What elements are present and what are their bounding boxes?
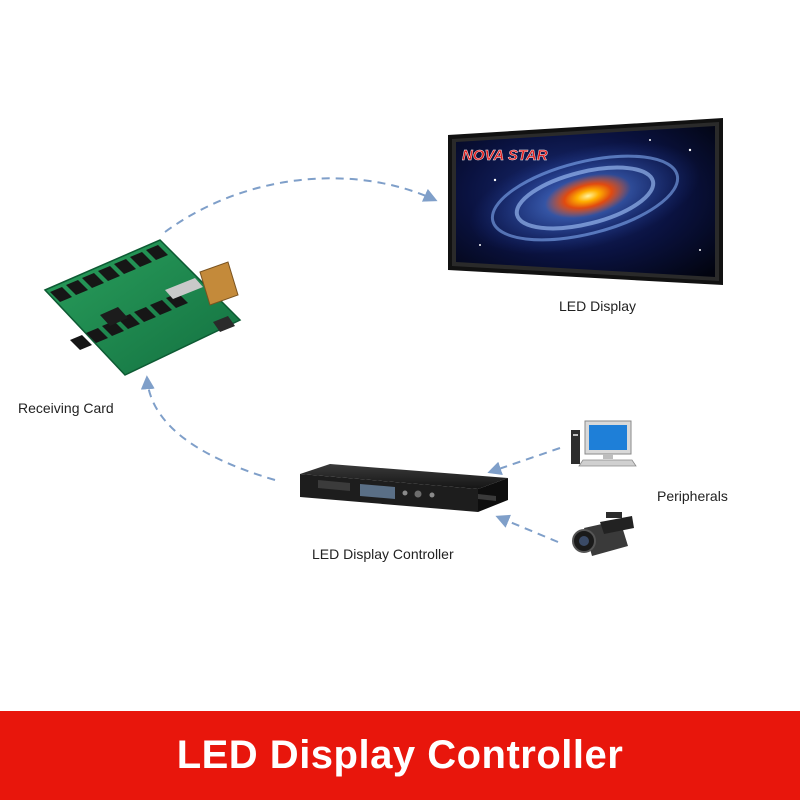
arrow-computer-to-controller bbox=[487, 447, 561, 475]
title-banner: LED Display Controller bbox=[0, 711, 800, 800]
galaxy-image bbox=[469, 139, 701, 255]
led-display-controller-device bbox=[300, 464, 508, 512]
banner-title: LED Display Controller bbox=[176, 733, 624, 777]
receiving-card bbox=[43, 239, 242, 376]
connection-arrows bbox=[140, 177, 561, 543]
arrow-camera-to-controller bbox=[495, 514, 559, 543]
computer-icon bbox=[571, 420, 637, 467]
label-led-display-controller: LED Display Controller bbox=[312, 546, 454, 562]
label-receiving-card: Receiving Card bbox=[18, 400, 114, 416]
arrow-card-to-display bbox=[164, 177, 438, 233]
screen-brand-logo: NOVA STAR bbox=[462, 147, 548, 164]
arrow-controller-to-card bbox=[140, 375, 276, 481]
system-diagram: NOVA STAR bbox=[43, 118, 723, 556]
hub-connectors bbox=[50, 245, 188, 350]
label-led-display: LED Display bbox=[559, 298, 637, 314]
label-peripherals: Peripherals bbox=[657, 488, 728, 504]
led-display-screen: NOVA STAR bbox=[448, 118, 723, 285]
video-camera-icon bbox=[572, 512, 634, 556]
